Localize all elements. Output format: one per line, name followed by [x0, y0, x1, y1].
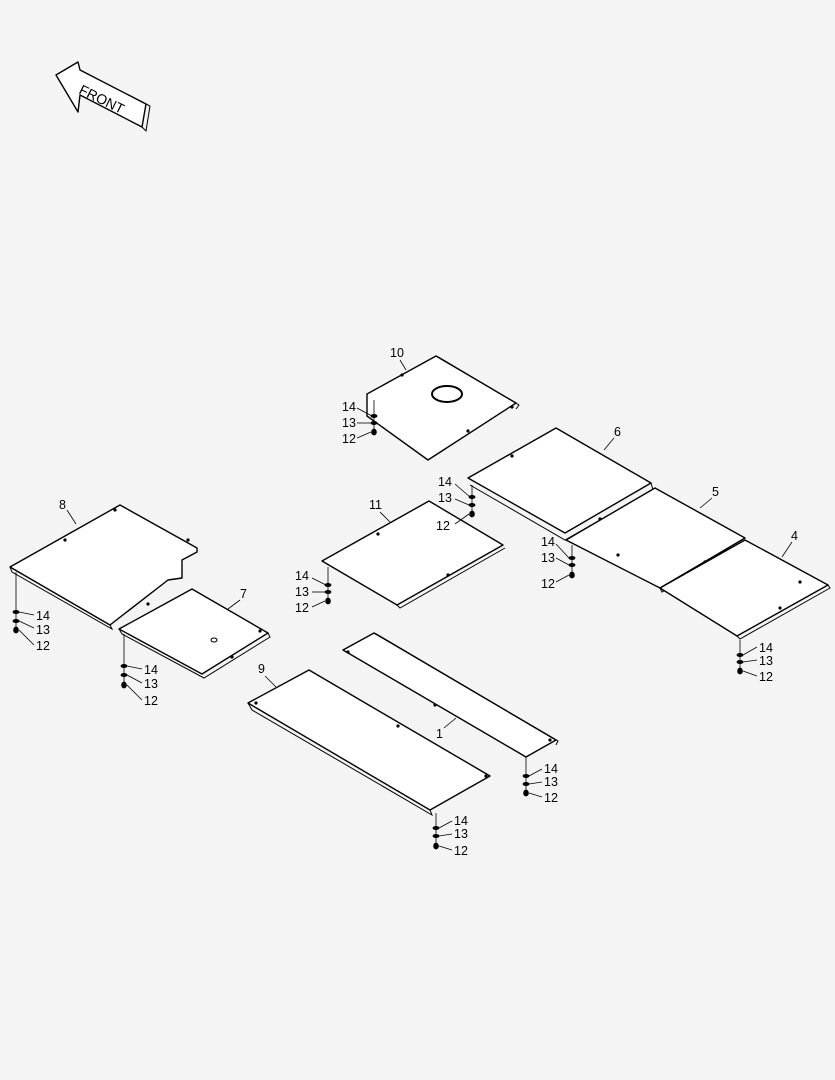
callout-14: 14 [438, 475, 452, 489]
callout-12: 12 [544, 791, 558, 805]
callout-7: 7 [240, 587, 247, 601]
callout-5: 5 [712, 485, 719, 499]
callout-12: 12 [144, 694, 158, 708]
callout-12: 12 [36, 639, 50, 653]
front-arrow: FRONT [55, 61, 151, 133]
callout-12: 12 [454, 844, 468, 858]
callout-13: 13 [342, 416, 356, 430]
callout-13: 13 [454, 827, 468, 841]
floor-plate-4 [659, 539, 831, 640]
callout-14: 14 [144, 663, 158, 677]
callout-13: 13 [36, 623, 50, 637]
callout-14: 14 [544, 762, 558, 776]
callout-leaders [18, 359, 793, 851]
callout-14: 14 [36, 609, 50, 623]
callout-14: 14 [759, 641, 773, 655]
floor-plate-10 [366, 355, 520, 461]
callout-14: 14 [454, 814, 468, 828]
floor-plate-8 [9, 504, 198, 631]
callout-12: 12 [541, 577, 555, 591]
callout-13: 13 [438, 491, 452, 505]
callout-13: 13 [541, 551, 555, 565]
callout-13: 13 [544, 775, 558, 789]
floor-plate-1 [342, 632, 559, 758]
callout-12: 12 [342, 432, 356, 446]
callout-8: 8 [59, 498, 66, 512]
callout-10: 10 [390, 346, 404, 360]
callout-labels: 10 6 5 4 11 8 7 9 1 14 13 12 14 13 12 14… [36, 346, 798, 858]
callout-11: 11 [369, 498, 382, 512]
callout-6: 6 [614, 425, 621, 439]
callout-14: 14 [342, 400, 356, 414]
floor-plate-11 [321, 500, 506, 609]
callout-12: 12 [295, 601, 309, 615]
floor-plate-7 [118, 588, 271, 679]
callout-13: 13 [144, 677, 158, 691]
callout-1: 1 [436, 727, 443, 741]
callout-9: 9 [258, 662, 265, 676]
callout-12: 12 [436, 519, 450, 533]
floor-plate-9 [247, 669, 491, 817]
callout-12: 12 [759, 670, 773, 684]
callout-13: 13 [295, 585, 309, 599]
hardware-stacks [12, 400, 744, 850]
callout-13: 13 [759, 654, 773, 668]
callout-14: 14 [541, 535, 555, 549]
callout-14: 14 [295, 569, 309, 583]
callout-4: 4 [791, 529, 798, 543]
